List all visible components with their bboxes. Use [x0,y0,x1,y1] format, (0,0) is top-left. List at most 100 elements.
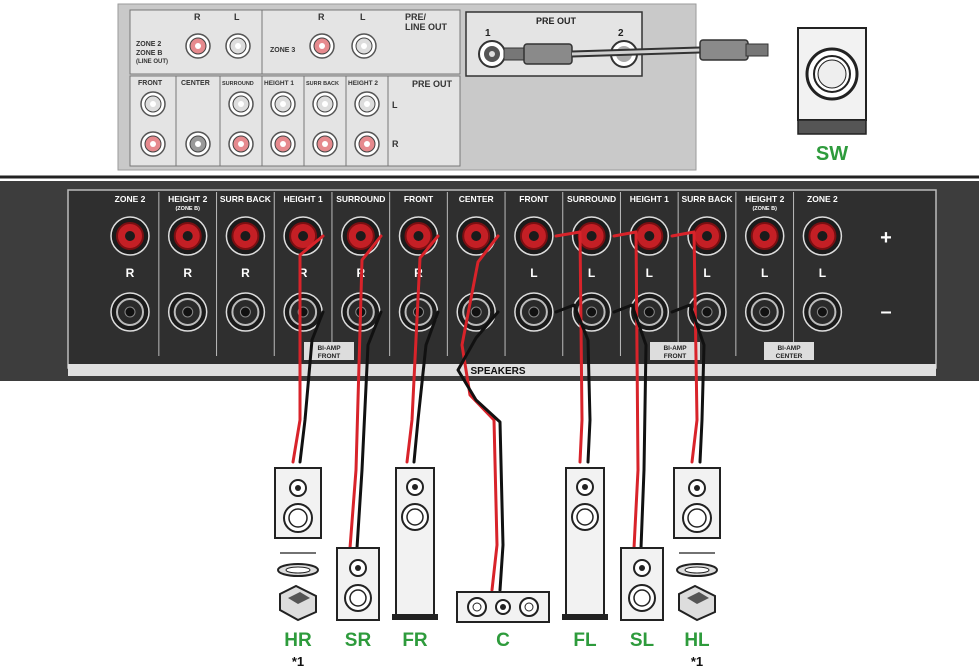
minus-terminal-hole [701,306,713,318]
minus-terminal-hole [124,306,136,318]
col-height2: HEIGHT 2 [348,80,378,87]
speaker-label-fr: FR [402,630,428,651]
rca-jack [228,91,254,117]
biamp-left-line2: FRONT [318,353,340,360]
plus-terminal-hole [355,231,366,241]
plus-terminal-hole [644,231,655,241]
terminal-column: HEIGHT 1 L [619,192,669,356]
terminal-column-label: HEIGHT 2 [168,194,207,204]
terminal-column: CENTER [446,192,496,356]
terminal-channel-label: R [183,266,192,280]
speaker-hr-icon [274,467,322,622]
minus-terminal-hole [239,306,251,318]
terminal-column-label: SURROUND [567,194,616,204]
minus-terminal-hole [759,306,771,318]
zone2-r-label: R [194,12,201,22]
speaker-sl-icon [620,547,664,621]
plus-terminal-hole [528,231,539,241]
terminal-column: SURR BACK L [677,192,734,356]
plus-right: + [880,227,892,249]
biamp-label-mid: BI-AMP FRONT [650,342,700,360]
speaker-label-hr: HR [284,630,312,651]
pre-line-out-label-1: PRE/ [405,12,427,22]
biamp-left-line1: BI-AMP [317,345,341,352]
speaker-hl-icon [673,467,721,622]
plus-terminal-hole [471,231,482,241]
speaker-label-fl: FL [573,630,597,651]
rca-jack [185,33,211,59]
row-r-label: R [392,139,399,149]
speakers-label: SPEAKERS [470,366,525,377]
plus-terminal-hole [182,231,193,241]
col-front: FRONT [138,80,163,87]
speaker-label-sl: SL [630,630,655,651]
pre-out-panel: ZONE 2 ZONE B (LINE OUT) R L ZONE 3 R L … [117,3,697,171]
speaker-wires [291,230,706,592]
rca-jack [140,91,166,117]
plus-terminal-hole [817,231,828,241]
terminal-column-label: HEIGHT 1 [283,194,322,204]
rca-jack [312,131,338,157]
biamp-mid-line2: FRONT [664,353,686,360]
subwoofer-label: SW [816,143,848,165]
biamp-right-line1: BI-AMP [777,345,801,352]
terminal-column-label: HEIGHT 1 [630,194,669,204]
subwoofer-icon [797,27,867,135]
terminal-channel-label: R [126,266,135,280]
zone3-label: ZONE 3 [270,47,295,54]
minus-terminal-hole [643,306,655,318]
terminal-channel-label: R [299,266,308,280]
rca-jack [225,33,251,59]
terminal-channel-label: L [703,266,710,280]
terminal-column-label: ZONE 2 [807,194,838,204]
terminal-column: ZONE 2 L [793,192,843,356]
zone2-l-label: L [234,12,240,22]
plus-terminal-hole [298,231,309,241]
minus-terminal-hole [816,306,828,318]
zoneb-label: ZONE B [136,50,162,57]
minus-right: – [880,301,891,323]
terminal-channel-label: L [819,266,826,280]
col-surround: SURROUND [222,81,254,87]
terminal-column-label: FRONT [519,194,549,204]
rca-jack [270,91,296,117]
zone3-l-label: L [360,12,366,22]
terminal-channel-label: L [646,266,653,280]
terminal-column-label: FRONT [404,194,434,204]
lineout-label: (LINE OUT) [136,59,168,65]
rca-jack [354,91,380,117]
terminal-column-label: SURROUND [336,194,385,204]
pre-out-label: PRE OUT [412,79,453,89]
biamp-right-line2: CENTER [776,353,803,360]
terminal-column: HEIGHT 2 (ZONE B) R [158,192,208,356]
plus-terminal-hole [702,231,712,241]
speaker-fl-icon [562,467,608,620]
col-surrback: SURR BACK [306,81,339,87]
rca-jack [351,33,377,59]
speaker-note-hl: *1 [691,654,703,669]
minus-terminal-hole [528,306,540,318]
terminal-column-label: SURR BACK [682,194,734,204]
terminal-column-label: SURR BACK [220,194,272,204]
minus-terminal-hole [182,306,194,318]
rca-jack [140,131,166,157]
speaker-note-hr: *1 [292,654,304,669]
terminal-column-sublabel: (ZONE B) [175,206,200,212]
zone3-r-label: R [318,12,325,22]
pre-out-2-label: 2 [618,28,624,39]
speaker-sr-icon [336,547,380,621]
terminal-column: HEIGHT 2(ZONE B)L [735,192,785,356]
pre-out-box-label: PRE OUT [536,16,577,26]
zone2-label: ZONE 2 [136,41,161,48]
terminal-column-label: ZONE 2 [115,194,146,204]
speaker-label-sr: SR [345,630,372,651]
col-height1: HEIGHT 1 [264,80,294,87]
terminal-channel-label: R [241,266,250,280]
speaker-label-c: C [496,630,510,651]
pre-line-out-label-2: LINE OUT [405,22,448,32]
speaker-label-hl: HL [684,630,710,651]
plus-terminal-hole [586,231,597,241]
rca-jack [185,131,211,157]
